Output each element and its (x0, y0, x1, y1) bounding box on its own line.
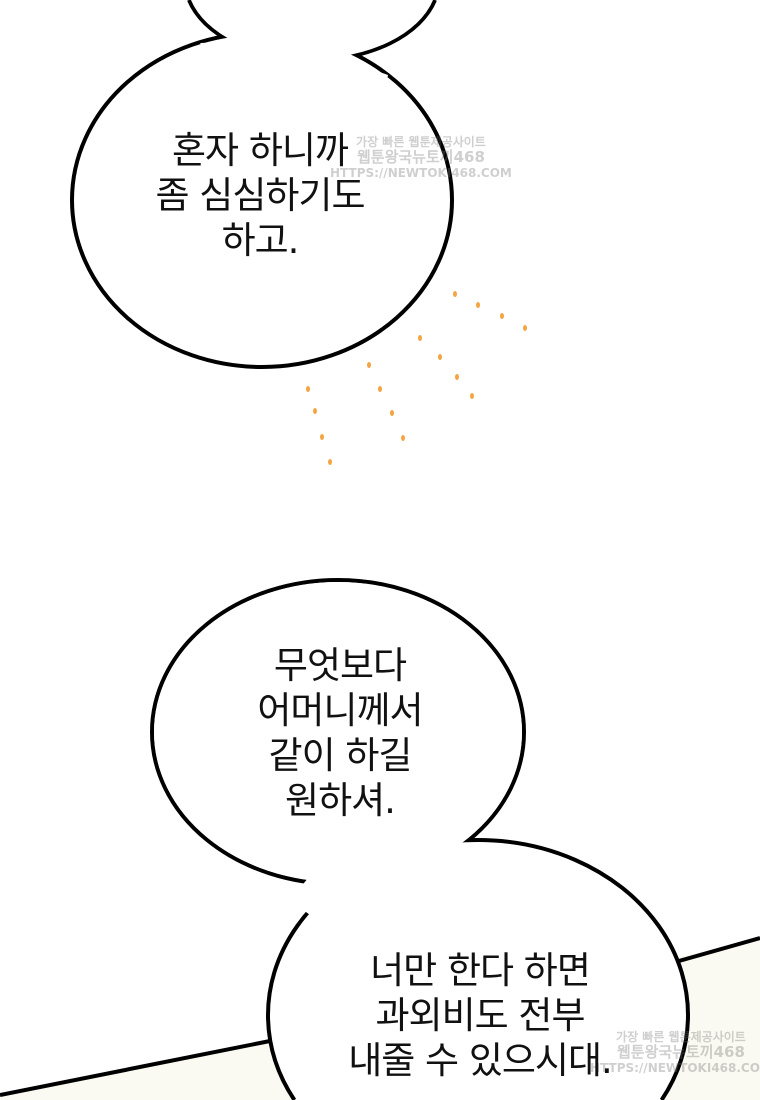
bubble-text-3: 너만 한다 하면 과외비도 전부 내줄 수 있으시대. (320, 948, 640, 1083)
watermark: 가장 빠른 웹툰제공사이트 웹툰왕국뉴토끼468 HTTPS://NEWTOKI… (590, 1030, 760, 1075)
dialogue-line: 내줄 수 있으시대. (348, 1039, 613, 1082)
dialogue-line: 혼자 하니까 (172, 129, 349, 172)
dialogue-line: 원하셔. (285, 779, 396, 822)
dialogue-line: 과외비도 전부 (375, 994, 585, 1037)
dialogue-line: 너만 한다 하면 (370, 949, 591, 992)
bubble-text-2: 무엇보다 어머니께서 같이 하길 원하셔. (180, 643, 500, 823)
dialogue-line: 같이 하길 (268, 734, 413, 777)
dialogue-line: 무엇보다 (273, 644, 407, 687)
emphasis-dots (306, 291, 527, 465)
panel-border-left (0, 1033, 301, 1097)
watermark-line: 가장 빠른 웹툰제공사이트 (616, 1030, 746, 1044)
watermark: 가장 빠른 웹툰제공사이트 웹툰왕국뉴토끼468 HTTPS://NEWTOKI… (330, 135, 512, 180)
watermark-line: HTTPS://NEWTOKI468.COM (330, 166, 512, 180)
bubble-text-1: 혼자 하니까 좀 심심하기도 하고. (100, 128, 420, 263)
dialogue-line: 하고. (221, 219, 300, 262)
watermark-line: HTTPS://NEWTOKI468.COM (590, 1061, 760, 1075)
speech-bubble-1 (70, 0, 454, 369)
dialogue-line: 좀 심심하기도 (155, 174, 365, 217)
watermark-line: 웹툰왕국뉴토끼468 (356, 148, 485, 166)
watermark-line: 가장 빠른 웹툰제공사이트 (356, 135, 486, 149)
watermark-line: 웹툰왕국뉴토끼468 (616, 1043, 745, 1061)
speech-bubble-2-3 (150, 578, 690, 1100)
dialogue-line: 어머니께서 (257, 689, 423, 732)
